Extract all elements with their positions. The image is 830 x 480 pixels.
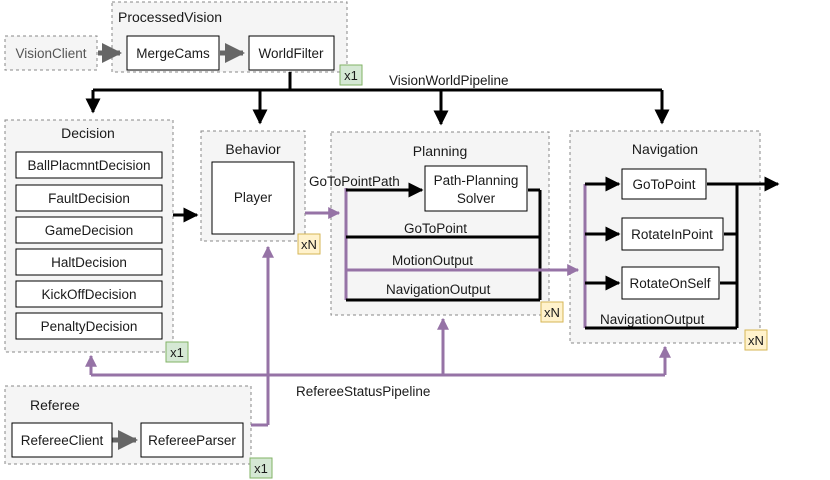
penalty-decision-node[interactable]: PenaltyDecision <box>15 312 163 340</box>
referee-parser-label: RefereeParser <box>148 433 236 448</box>
referee-status-pipeline-label: RefereeStatusPipeline <box>296 384 430 399</box>
vision-world-pipeline-edge <box>85 72 670 126</box>
game-decision-node[interactable]: GameDecision <box>15 216 163 244</box>
world-filter-label: WorldFilter <box>258 46 324 61</box>
game-decision-label: GameDecision <box>45 223 134 238</box>
fault-decision-label: FaultDecision <box>48 191 130 206</box>
planning-badge: xN <box>540 301 564 323</box>
planning-navigation-output-label: NavigationOutput <box>386 282 491 297</box>
processed-vision-title: ProcessedVision <box>118 9 222 25</box>
kickoff-decision-label: KickOffDecision <box>41 287 136 302</box>
navigation-badge: xN <box>744 329 768 351</box>
fault-decision-node[interactable]: FaultDecision <box>15 184 163 212</box>
navigation-title: Navigation <box>632 141 698 157</box>
halt-decision-label: HaltDecision <box>51 255 127 270</box>
vision-client-label: VisionClient <box>15 46 86 61</box>
motion-output-edge <box>346 184 587 328</box>
referee-parser-node[interactable]: RefereeParser <box>140 422 244 458</box>
merge-cams-label: MergeCams <box>136 46 210 61</box>
planning-group: Planning <box>330 131 550 316</box>
referee-badge: x1 <box>249 457 273 479</box>
rotate-on-self-node[interactable]: RotateOnSelf <box>621 266 720 300</box>
merge-cams-node[interactable]: MergeCams <box>126 35 220 71</box>
planning-badge-label: xN <box>544 305 560 320</box>
behavior-badge-label: xN <box>301 237 317 252</box>
path-planning-solver-node[interactable]: Path-Planning Solver <box>424 165 528 212</box>
behavior-title: Behavior <box>225 141 281 157</box>
go-to-point-label: GoToPoint <box>632 177 695 192</box>
referee-title: Referee <box>30 397 80 413</box>
ball-placement-decision-label: BallPlacmntDecision <box>27 158 150 173</box>
rotate-in-point-node[interactable]: RotateInPoint <box>621 217 724 251</box>
player-label: Player <box>234 190 273 205</box>
processed-vision-badge-label: x1 <box>344 68 358 83</box>
navigation-badge-label: xN <box>748 333 764 348</box>
go-to-point-node[interactable]: GoToPoint <box>621 168 707 200</box>
referee-client-node[interactable]: RefereeClient <box>11 422 113 458</box>
rotate-on-self-label: RotateOnSelf <box>629 276 710 291</box>
kickoff-decision-node[interactable]: KickOffDecision <box>15 280 163 308</box>
referee-status-pipeline-edge <box>85 245 671 427</box>
decision-title: Decision <box>61 125 115 141</box>
rotate-in-point-label: RotateInPoint <box>631 227 713 242</box>
planning-internal-edges <box>346 182 542 302</box>
motion-output-label: MotionOutput <box>392 253 473 268</box>
navigation-internal-edges <box>585 176 780 330</box>
go-to-point-edge-label: GoToPoint <box>404 221 467 236</box>
processed-vision-badge: x1 <box>339 64 363 86</box>
planning-title: Planning <box>413 143 468 159</box>
behavior-to-planning-edge <box>305 188 348 300</box>
penalty-decision-label: PenaltyDecision <box>41 319 138 334</box>
path-planning-solver-label-line2: Solver <box>457 191 496 206</box>
vision-world-pipeline-label: VisionWorldPipeline <box>389 73 509 88</box>
decision-badge: x1 <box>165 341 189 363</box>
behavior-badge: xN <box>297 233 321 255</box>
ball-placement-decision-node[interactable]: BallPlacmntDecision <box>15 151 163 179</box>
decision-badge-label: x1 <box>170 345 184 360</box>
halt-decision-node[interactable]: HaltDecision <box>15 248 163 276</box>
navigation-navigation-output-label: NavigationOutput <box>600 312 705 327</box>
world-filter-node[interactable]: WorldFilter <box>248 35 335 71</box>
referee-client-label: RefereeClient <box>21 433 104 448</box>
player-node[interactable]: Player <box>211 161 295 235</box>
go-to-point-path-label: GoToPointPath <box>309 174 400 189</box>
vision-client-node[interactable]: VisionClient <box>4 35 98 71</box>
path-planning-solver-label-line1: Path-Planning <box>434 173 519 188</box>
referee-badge-label: x1 <box>254 461 268 476</box>
